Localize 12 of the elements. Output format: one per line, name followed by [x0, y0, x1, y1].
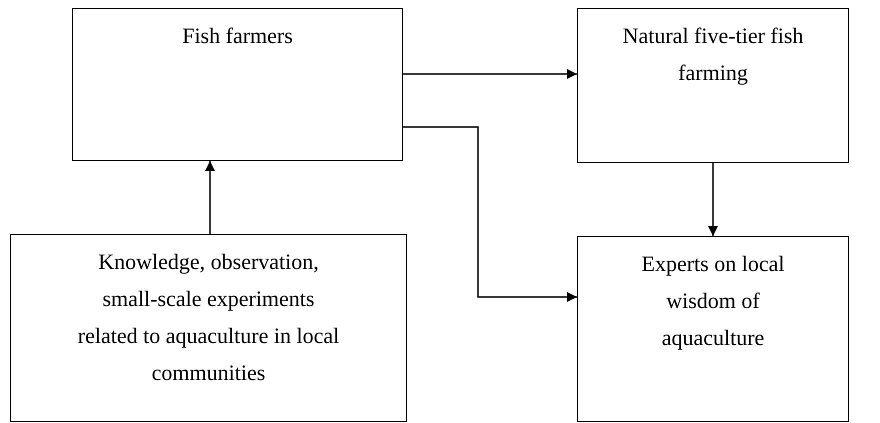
process-box — [10, 234, 407, 422]
box-label: Fish farmers — [182, 22, 293, 50]
arrow — [708, 163, 718, 236]
arrow — [205, 161, 215, 234]
box-label: Experts on local wisdom of aquaculture — [640, 250, 786, 352]
process-box — [577, 236, 849, 422]
arrow — [403, 69, 577, 79]
process-box — [577, 8, 849, 163]
box-label: Natural five-tier fish farming — [622, 22, 804, 87]
box-label: Knowledge, observation, small-scale experiments related to aquaculture in local communities — [76, 248, 340, 387]
arrow — [403, 126, 577, 302]
process-box — [72, 8, 403, 161]
